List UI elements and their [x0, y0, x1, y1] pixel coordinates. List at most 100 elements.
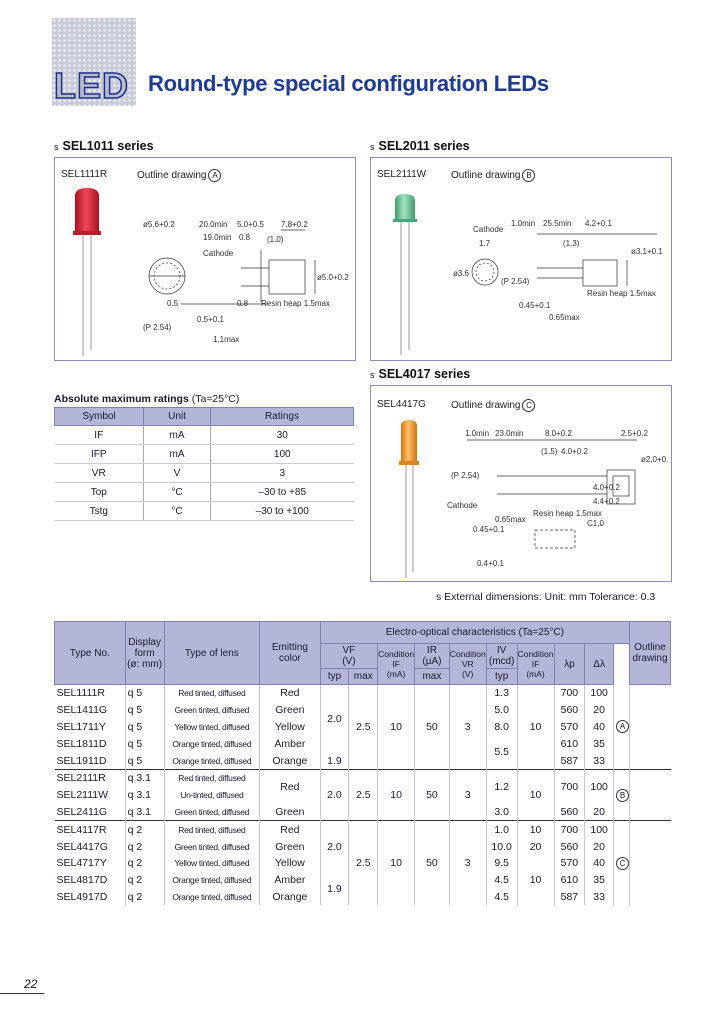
table-cell: –30 to +85 — [210, 482, 354, 502]
table-cell: 3 — [449, 820, 487, 906]
table-cell: 50 — [414, 820, 450, 906]
table-cell: q 2 — [125, 838, 165, 855]
table-row: Tstg°C–30 to +100 — [54, 501, 354, 521]
dimension-label: (1.5) — [541, 447, 558, 456]
table-header-cell: Δλ — [584, 643, 615, 685]
dimension-label: Resin heap 1.5max — [533, 509, 602, 518]
led-orange-image — [399, 420, 419, 578]
table-cell: 2.0 — [320, 820, 350, 872]
table-cell: 5.0 — [486, 701, 518, 719]
table-cell: Green tinted, diffused — [164, 701, 261, 719]
outline-c-marker: C — [616, 856, 630, 870]
table-cell: 4.5 — [486, 888, 518, 906]
table-cell: Orange — [259, 888, 321, 906]
table-cell: 9.5 — [486, 854, 518, 872]
dimension-label: 1.0min — [465, 429, 489, 438]
outline-drawing-a: ø5.6+0.2 20.0min 5.0+0.5 7.8+0.2 19.0min… — [143, 220, 349, 344]
led-green-image — [393, 194, 417, 355]
dimension-label: (1.3) — [563, 239, 580, 248]
dimension-label: 19.0min — [203, 233, 231, 242]
table-cell: 3 — [449, 684, 487, 770]
text-label: Condition — [378, 649, 415, 659]
led-red-image — [73, 188, 101, 356]
logo-text: LED — [53, 64, 129, 107]
table-cell: 20 — [517, 838, 555, 855]
dimension-label: 23.0min — [495, 429, 523, 438]
external-dimensions-note: s External dimensions: Unit: mm Toleranc… — [436, 591, 656, 603]
table-cell: 20 — [584, 701, 615, 719]
text-label: (mcd) — [488, 656, 515, 667]
table-cell: 10 — [517, 820, 555, 839]
table-cell: q 2 — [125, 871, 165, 889]
table-cell: Red — [259, 684, 321, 702]
table-cell: Red tinted, diffused — [164, 684, 261, 702]
table-cell: 700 — [554, 769, 586, 804]
table-cell: Red — [259, 769, 321, 804]
table-cell: mA — [143, 425, 211, 445]
table-cell: Orange tinted, diffused — [164, 752, 261, 770]
table-cell: Green — [259, 701, 321, 719]
table-cell: 587 — [554, 752, 586, 770]
table-cell: q 3.1 — [125, 803, 165, 821]
dimension-label: 20.0min — [199, 220, 227, 229]
text-label: 2 — [136, 823, 143, 836]
table-cell: Yellow tinted, diffused — [164, 854, 261, 872]
dimension-label: Resin heap 1.5max — [261, 299, 330, 308]
table-cell: q 5 — [125, 735, 165, 753]
text-label: 5 — [136, 737, 143, 750]
outline-drawing-marker: B — [522, 169, 536, 182]
dimension-label: 4.2+0.1 — [585, 219, 612, 228]
table-row: SEL1911D q 5 Orange tinted, diffused Ora… — [54, 752, 671, 770]
table-cell: C — [613, 820, 631, 906]
dimension-label: Cathode — [203, 249, 234, 258]
table-row: SEL1811D q 5 Orange tinted, diffused Amb… — [54, 735, 671, 770]
text-label: IF — [531, 659, 540, 669]
text-label: drawing — [632, 653, 668, 664]
text-label: Display — [128, 636, 161, 648]
table-cell: Top — [54, 482, 144, 502]
text-label: 2 — [136, 840, 143, 853]
dimension-label: (1.0) — [267, 235, 284, 244]
table-cell: 610 — [554, 735, 586, 753]
display-form-symbol: q — [127, 840, 134, 853]
table-cell: 700 — [554, 684, 586, 702]
table-row: SEL4117R q 2 Red tinted, diffused Red 2.… — [54, 820, 671, 906]
table-cell: mA — [143, 444, 211, 464]
dimension-label: 4.0+0.2 — [561, 447, 588, 456]
table-cell: 3.0 — [486, 803, 518, 821]
dimension-label: (P 2.54) — [451, 471, 480, 480]
text-label: (Ta=25°C) — [191, 393, 240, 405]
table-row: SEL4717Y q 2 Yellow tinted, diffused Yel… — [54, 854, 671, 872]
display-form-symbol: q — [127, 772, 134, 785]
dimension-label: (P 2.54) — [143, 323, 172, 332]
text-label: form — [134, 647, 155, 659]
table-cell: SEL2411G — [54, 803, 126, 821]
text-label: IR — [426, 645, 437, 656]
table-header-cell: λp — [553, 643, 586, 685]
table-cell: SEL4917D — [54, 888, 126, 906]
dimension-label: Cathode — [447, 501, 478, 510]
table-cell — [517, 888, 555, 906]
dimension-label: 2.5+0.2 — [621, 429, 648, 438]
table-cell: q 5 — [125, 752, 165, 770]
table-cell: 8.0 — [486, 718, 518, 736]
text-label: 5 — [136, 720, 143, 733]
text-label: (V) — [462, 669, 474, 679]
dimension-label: 1.1max — [213, 335, 239, 344]
table-cell: q 3.1 — [125, 786, 165, 804]
table-cell: q 5 — [125, 701, 165, 719]
dimension-label: Resin heap 1.5max — [587, 289, 656, 298]
table-cell: 1.2 — [486, 769, 518, 804]
table-cell: 10 — [517, 871, 555, 889]
table-cell: –30 to +100 — [210, 501, 354, 521]
text-label: 3.1 — [136, 772, 152, 785]
display-form-symbol: q — [127, 754, 134, 767]
table-cell: Orange tinted, diffused — [164, 735, 261, 753]
table-row: SEL1711Y q 5 Yellow tinted, diffused Yel… — [54, 718, 671, 736]
dimension-label: 0.5 — [167, 299, 179, 308]
table-cell: Yellow — [259, 854, 321, 872]
